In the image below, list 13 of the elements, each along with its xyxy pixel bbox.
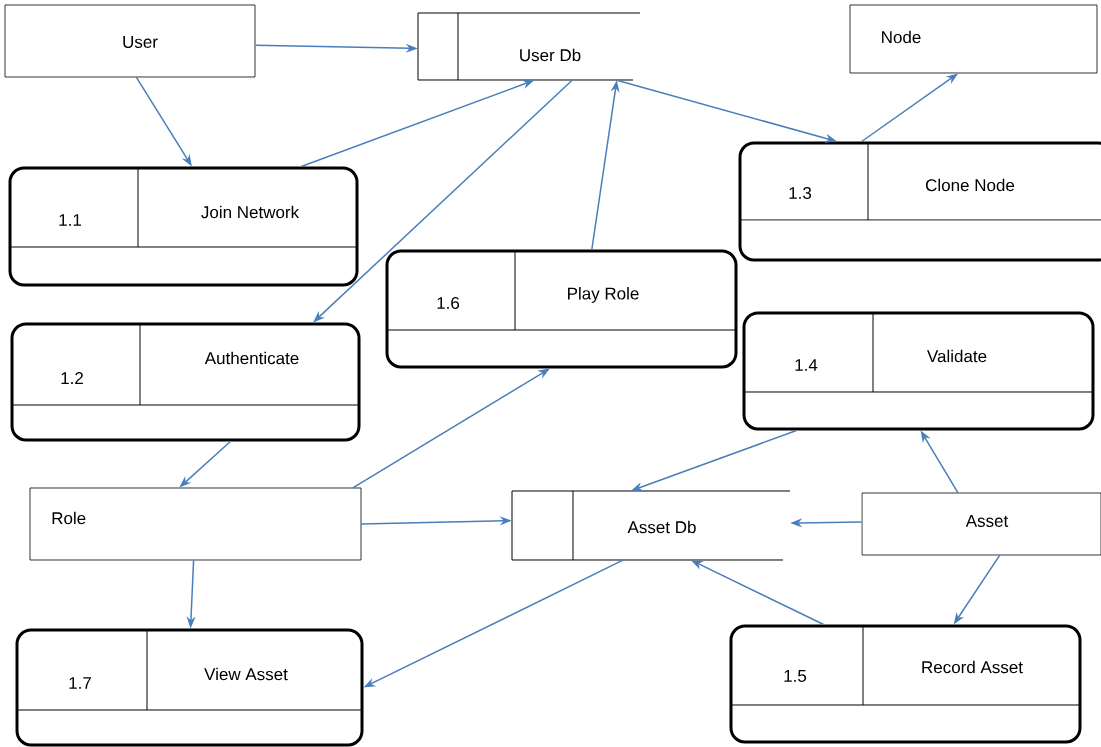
process-box: 1.1 Join Network — [8, 166, 359, 287]
entity-box: Asset — [861, 492, 1101, 556]
process-box: 1.6 Play Role — [385, 249, 738, 369]
process-box: 1.3 Clone Node — [738, 141, 1101, 262]
entity-box: User — [4, 4, 256, 78]
process-box: 1.7 View Asset — [15, 628, 364, 747]
process-box: 1.4 Validate — [742, 311, 1095, 431]
entity-box: Role — [29, 487, 362, 561]
data-store: User Db — [417, 12, 641, 81]
data-store: Asset Db — [511, 490, 791, 561]
process-box: 1.2 Authenticate — [10, 322, 361, 442]
process-box: 1.5 Record Asset — [729, 624, 1082, 744]
entity-box: Node — [849, 4, 1098, 74]
